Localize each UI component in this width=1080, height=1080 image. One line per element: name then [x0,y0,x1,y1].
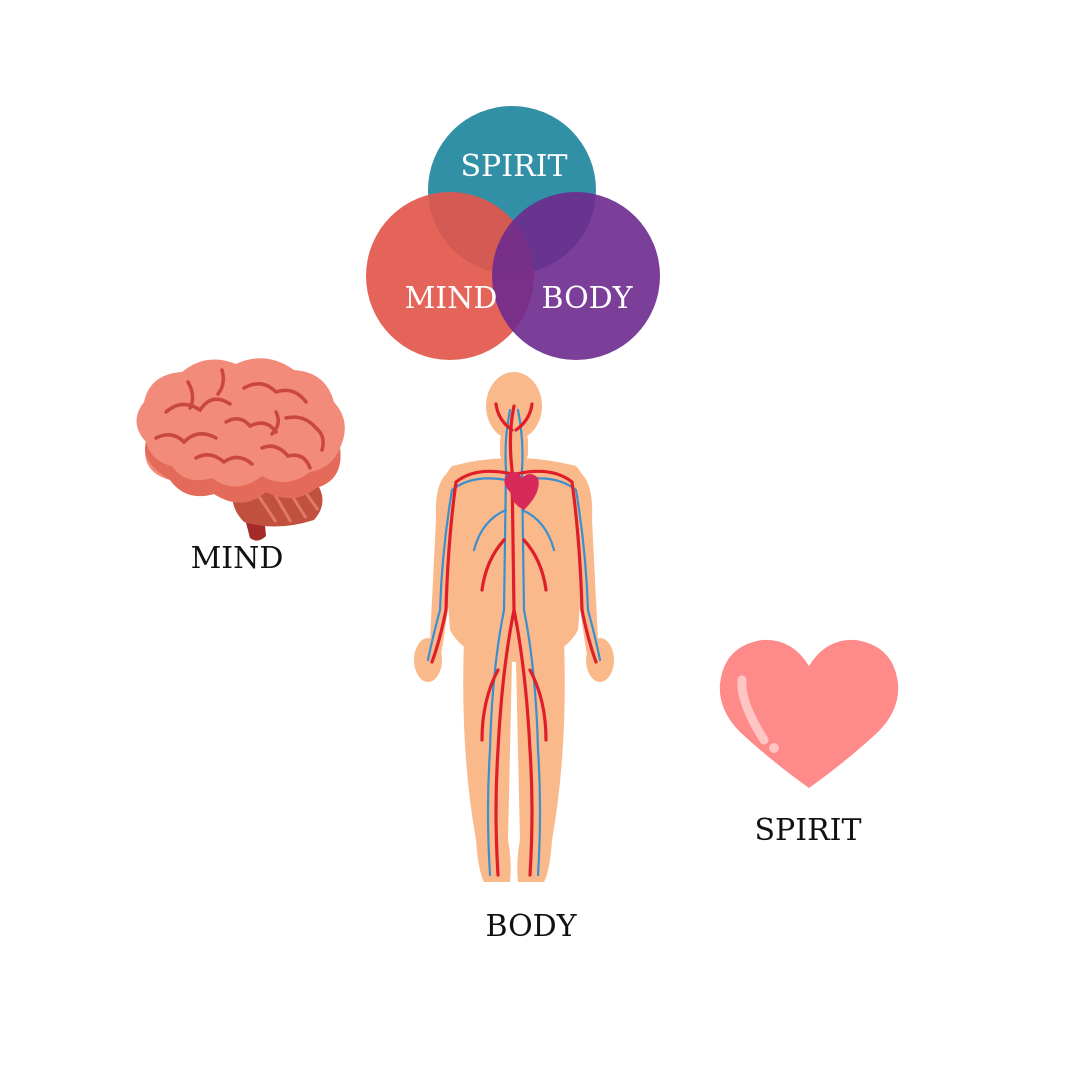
caption-mind: MIND [190,541,284,576]
venn-circle-mind [366,192,534,360]
caption-spirit: SPIRIT [754,813,862,848]
brain-icon [136,358,345,541]
circulatory-body-icon [414,372,614,882]
venn-circle-body [492,192,660,360]
venn-label-spirit: SPIRIT [460,149,568,184]
venn-label-mind: MIND [404,281,498,316]
inner-heart [504,471,539,510]
venn-label-body: BODY [541,281,633,316]
caption-body: BODY [485,909,577,944]
heart-icon [719,639,899,788]
